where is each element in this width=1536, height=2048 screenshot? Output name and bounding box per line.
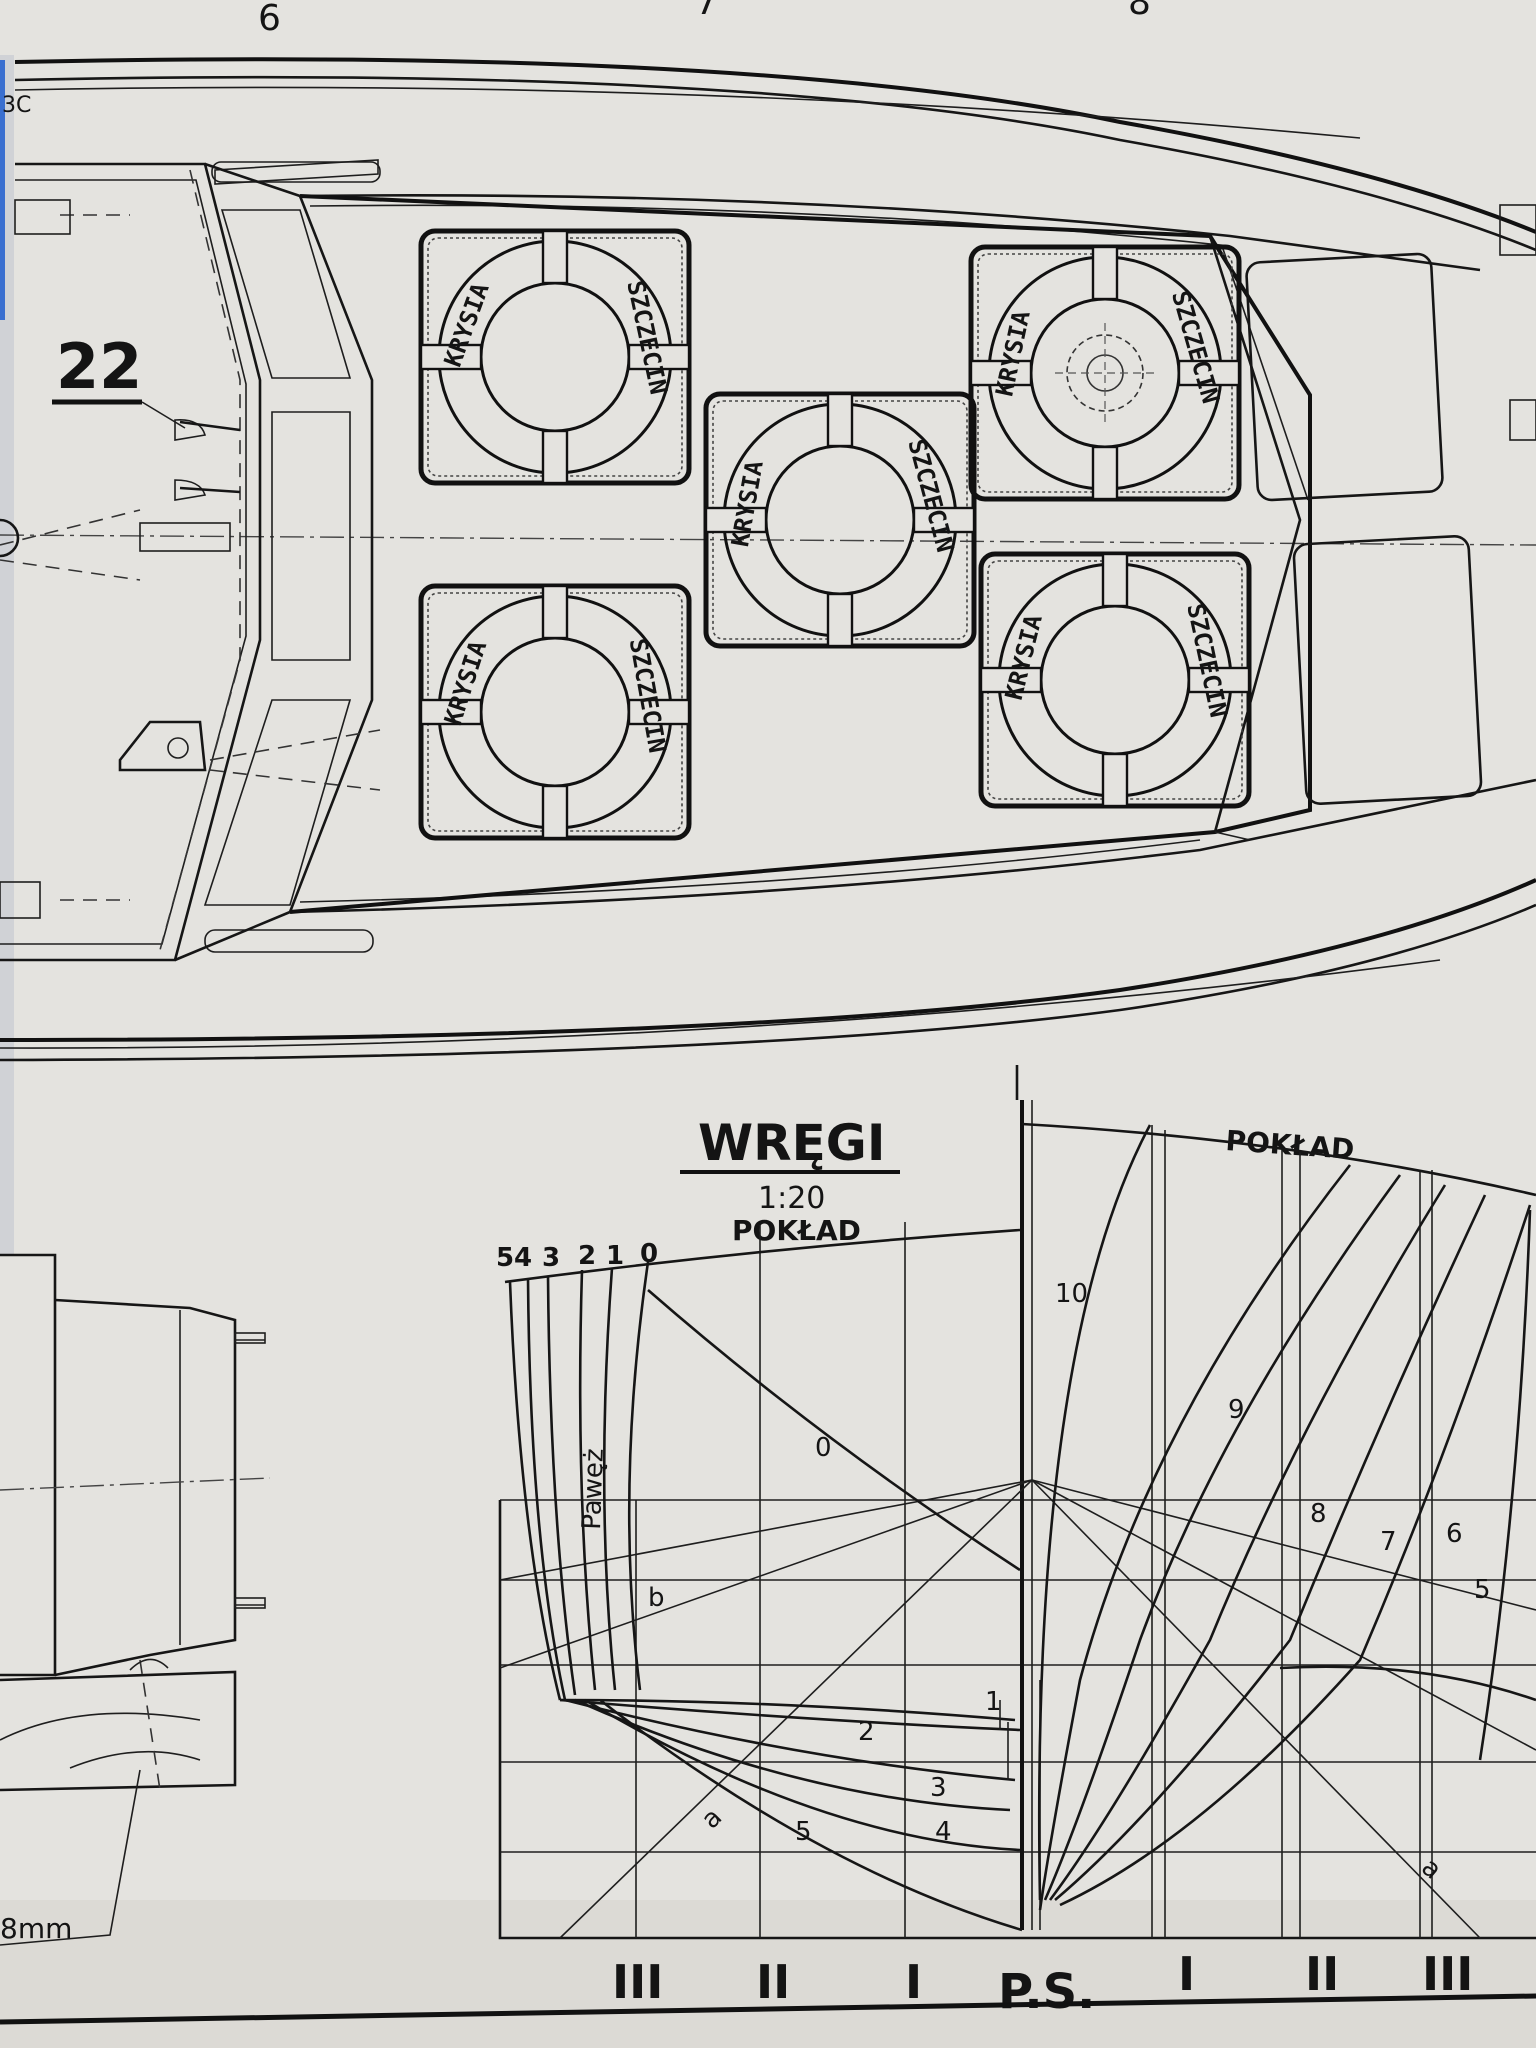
buttock-label: II bbox=[756, 1955, 790, 2009]
curve-label: b bbox=[648, 1583, 665, 1613]
buttock-label: III bbox=[612, 1955, 663, 2009]
frame-number: 1 bbox=[606, 1241, 624, 1271]
frame-number: 5 bbox=[496, 1243, 514, 1273]
centerline-label: P.S. bbox=[998, 1964, 1095, 2020]
curve-label: 0 bbox=[815, 1433, 832, 1463]
left-margin-strip: 3C bbox=[0, 55, 31, 1255]
buttock-label: II bbox=[1305, 1947, 1339, 2001]
frame-number: 9 bbox=[1228, 1395, 1245, 1425]
rudder-detail: 8mm bbox=[0, 1253, 271, 1946]
buttock-label: III bbox=[1422, 1947, 1473, 2001]
edge-glyph: 3C bbox=[2, 93, 31, 118]
buttock-label: I bbox=[905, 1955, 922, 2009]
frame-number: 6 bbox=[1446, 1519, 1463, 1549]
frames-scale: 1:20 bbox=[758, 1181, 825, 1216]
curve-label: 1 bbox=[985, 1687, 1002, 1717]
transom-label: Pawęż bbox=[577, 1448, 610, 1530]
frame-number: 4 bbox=[514, 1243, 532, 1273]
station-number: 7 bbox=[695, 0, 718, 23]
station-number: 6 bbox=[258, 0, 281, 39]
curve-label: 5 bbox=[795, 1817, 812, 1847]
curve-label: 3 bbox=[930, 1773, 947, 1803]
buttock-label: I bbox=[1178, 1947, 1195, 2001]
curve-label: 2 bbox=[858, 1717, 875, 1747]
part-number: 22 bbox=[56, 330, 142, 403]
frame-number: 7 bbox=[1380, 1527, 1397, 1557]
frame-number: 2 bbox=[578, 1241, 596, 1271]
curve-label: 4 bbox=[935, 1817, 952, 1847]
station-numbers: 6 7 8 bbox=[258, 0, 1151, 39]
body-plan: WRĘGI 1:20 POKŁAD POKŁAD bbox=[496, 1065, 1536, 2020]
frame-number: 5 bbox=[1474, 1575, 1491, 1605]
part-number-callout: 22 bbox=[52, 330, 186, 429]
station-number: 8 bbox=[1128, 0, 1151, 23]
frame-number: 10 bbox=[1055, 1279, 1088, 1309]
frame-number: 3 bbox=[542, 1243, 560, 1273]
frames-title: WRĘGI bbox=[698, 1114, 885, 1172]
hull-plan-view bbox=[0, 57, 1536, 1062]
frame-number: 8 bbox=[1310, 1499, 1327, 1529]
frame-number: 0 bbox=[640, 1239, 658, 1269]
dimension-label: 8mm bbox=[0, 1912, 72, 1945]
deck-label-left: POKŁAD bbox=[732, 1214, 861, 1247]
